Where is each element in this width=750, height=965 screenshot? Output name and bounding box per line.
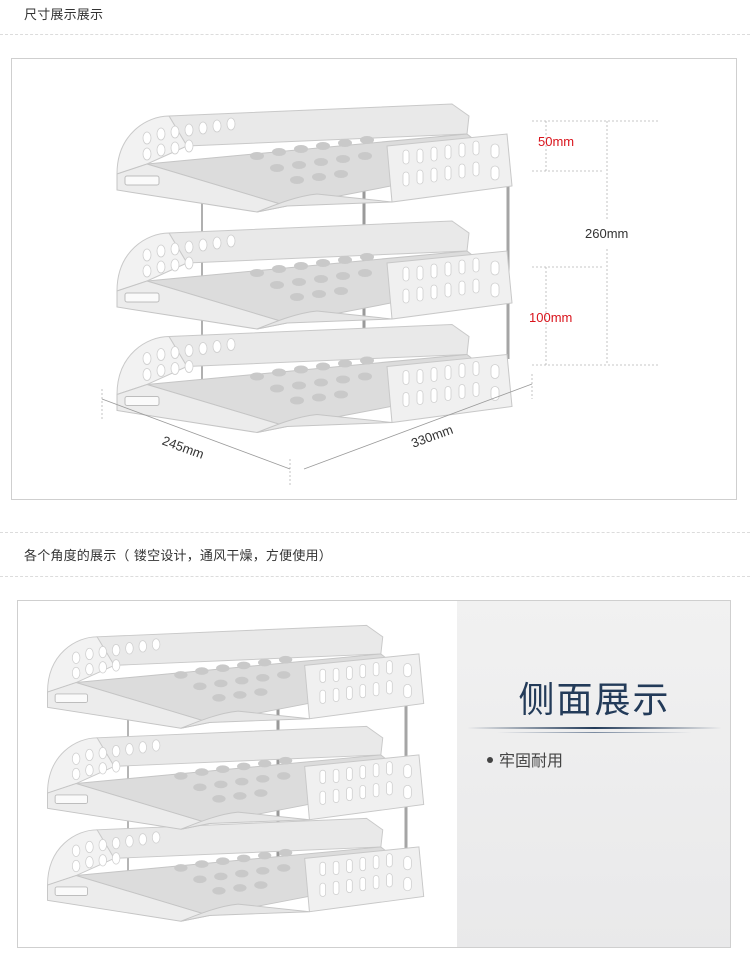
side-view-info-panel: 侧面展示 牢固耐用 bbox=[457, 601, 730, 947]
side-view-image-frame: 侧面展示 牢固耐用 bbox=[17, 600, 731, 948]
tray-top bbox=[46, 624, 425, 729]
tray-middle bbox=[46, 725, 425, 830]
bullet-dot-icon bbox=[487, 756, 493, 763]
tray-top bbox=[116, 103, 513, 213]
feature-bullet-text: 牢固耐用 bbox=[499, 751, 564, 770]
section-divider bbox=[0, 34, 750, 35]
dimension-label-245mm: 245mm bbox=[160, 433, 206, 462]
dimension-label-50mm: 50mm bbox=[538, 134, 574, 149]
section-title-size: 尺寸展示展示 bbox=[24, 8, 104, 23]
heading-underline bbox=[467, 727, 722, 729]
tray-bottom bbox=[46, 817, 425, 922]
section-divider bbox=[0, 576, 750, 577]
tray-dimension-illustration: 50mm 260mm 100mm 245mm 330mm bbox=[101, 103, 658, 487]
dimension-image-frame: 50mm 260mm 100mm 245mm 330mm bbox=[11, 58, 737, 500]
dimension-guides bbox=[101, 120, 658, 487]
feature-bullet: 牢固耐用 bbox=[487, 747, 563, 771]
dimension-label-260mm: 260mm bbox=[585, 226, 628, 241]
section-divider bbox=[0, 532, 750, 533]
tray-middle bbox=[116, 220, 513, 330]
heading-underline-thin bbox=[497, 732, 692, 733]
tray-bottom bbox=[116, 323, 513, 434]
section-title-angles: 各个角度的展示（ 镂空设计，通风干燥，方便使用） bbox=[24, 549, 332, 564]
dimension-label-330mm: 330mm bbox=[409, 422, 455, 451]
panel-heading: 侧面展示 bbox=[518, 680, 671, 721]
dimension-label-100mm: 100mm bbox=[529, 310, 572, 325]
dimension-lines bbox=[101, 383, 533, 470]
tray-side-view-illustration bbox=[46, 624, 425, 922]
